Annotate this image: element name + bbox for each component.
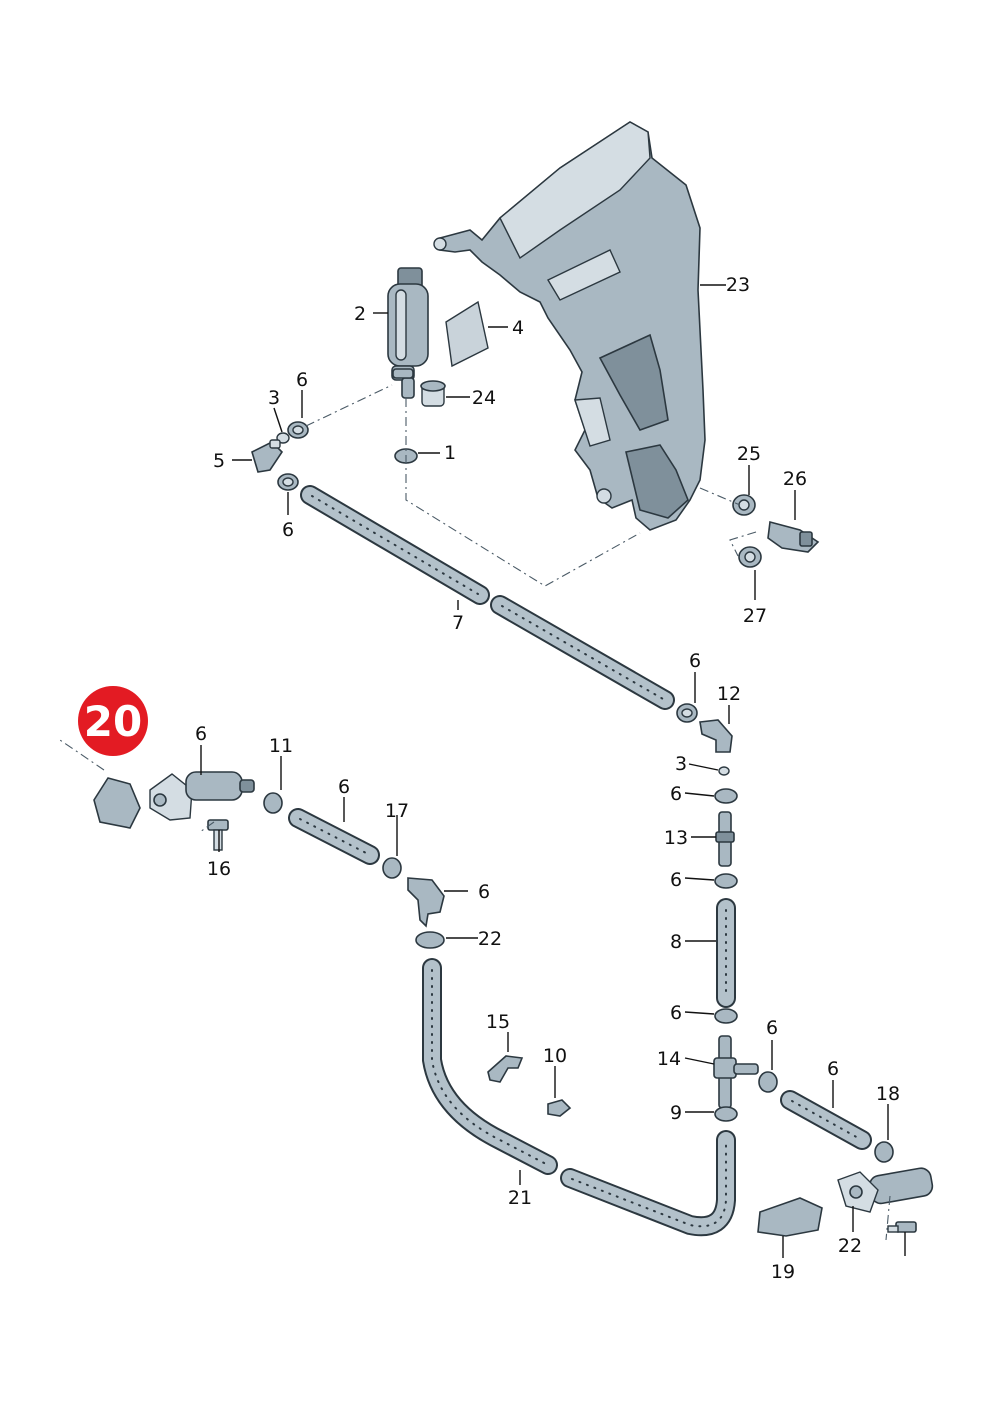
washer-pump[interactable] xyxy=(387,267,429,399)
hose-clamp[interactable] xyxy=(287,421,309,439)
callout-label: 22 xyxy=(478,928,502,950)
hose-9[interactable] xyxy=(780,1090,872,1150)
hose-clamp[interactable] xyxy=(382,857,402,879)
callout-label: 6 xyxy=(670,1002,682,1024)
hose-clamp[interactable] xyxy=(714,788,738,804)
callout-label: 15 xyxy=(486,1011,510,1033)
callout-label: 3 xyxy=(268,387,280,409)
elbow-connector-12[interactable] xyxy=(699,719,733,753)
callout-label: 24 xyxy=(472,387,496,409)
hose-clamp[interactable] xyxy=(714,1008,738,1024)
hose-clamp[interactable] xyxy=(714,873,738,889)
callout-label: 6 xyxy=(338,776,350,798)
callout-label: 8 xyxy=(670,931,682,953)
callout-label: 2 xyxy=(354,303,366,325)
callout-label: 22 xyxy=(838,1235,862,1257)
cap-cover-20[interactable] xyxy=(93,777,141,829)
hose-clamp[interactable] xyxy=(415,931,445,949)
cap-plug[interactable] xyxy=(420,380,446,407)
callout-label: 1 xyxy=(444,442,456,464)
badge-circle xyxy=(78,686,148,756)
hose-clamp[interactable] xyxy=(263,792,283,814)
elbow-connector-17[interactable] xyxy=(407,877,445,928)
grommet-sensor[interactable] xyxy=(732,494,756,516)
callout-label: 17 xyxy=(385,800,409,822)
callout-label: 6 xyxy=(766,1017,778,1039)
hose-clamp[interactable] xyxy=(676,703,698,723)
washer-jet-18[interactable] xyxy=(149,771,255,821)
hose-clamp[interactable] xyxy=(758,1071,778,1093)
callout-label: 6 xyxy=(827,1058,839,1080)
callout-label: 9 xyxy=(670,1102,682,1124)
callout-label: 19 xyxy=(771,1261,795,1283)
o-ring[interactable] xyxy=(718,766,730,776)
hose-clamp[interactable] xyxy=(874,1141,894,1163)
callout-label: 5 xyxy=(213,450,225,472)
washer-fluid-reservoir[interactable] xyxy=(433,121,706,531)
callout-label: 3 xyxy=(675,753,687,775)
callout-label: 18 xyxy=(876,1083,900,1105)
clip-15[interactable] xyxy=(547,1099,572,1117)
callout-label: 23 xyxy=(726,274,750,296)
strainer-filter[interactable] xyxy=(445,300,489,368)
grommet-lower[interactable] xyxy=(738,546,762,568)
clip-16[interactable] xyxy=(487,1055,524,1083)
callout-label: 14 xyxy=(657,1048,681,1070)
callout-label: 25 xyxy=(737,443,761,465)
t-piece-14[interactable] xyxy=(713,1035,759,1109)
callout-labels: 23 2 4 6 3 24 1 5 6 25 26 27 7 6 12 3 6 … xyxy=(195,274,900,1283)
callout-label: 6 xyxy=(282,519,294,541)
washer-jet-19[interactable] xyxy=(837,1167,934,1213)
hose-10[interactable] xyxy=(422,958,736,1237)
callout-label: 6 xyxy=(195,723,207,745)
hose-clamp[interactable] xyxy=(277,473,299,491)
callout-label: 6 xyxy=(670,783,682,805)
callout-label: 4 xyxy=(512,317,524,339)
cap-cover-21[interactable] xyxy=(757,1197,823,1237)
callout-label: 13 xyxy=(664,827,688,849)
connector-13[interactable] xyxy=(715,811,735,867)
callout-label: 27 xyxy=(743,605,767,627)
callout-label: 10 xyxy=(543,1045,567,1067)
callout-label: 6 xyxy=(689,650,701,672)
level-sensor[interactable] xyxy=(767,520,820,553)
badge-number: 20 xyxy=(84,697,142,746)
callout-label: 6 xyxy=(670,869,682,891)
callout-label: 26 xyxy=(783,468,807,490)
callout-label: 12 xyxy=(717,683,741,705)
callout-label: 6 xyxy=(296,369,308,391)
hose-clamp[interactable] xyxy=(714,1106,738,1122)
hose-7[interactable] xyxy=(300,485,675,710)
screw-22[interactable] xyxy=(887,1221,917,1233)
callout-label: 11 xyxy=(269,735,293,757)
callout-label: 6 xyxy=(478,881,490,903)
hose-11[interactable] xyxy=(288,808,380,865)
callout-label: 16 xyxy=(207,858,231,880)
elbow-connector[interactable] xyxy=(251,439,284,473)
callout-label: 7 xyxy=(452,612,464,634)
highlight-badge[interactable]: 20 xyxy=(78,686,148,756)
callout-label: 21 xyxy=(508,1187,532,1209)
